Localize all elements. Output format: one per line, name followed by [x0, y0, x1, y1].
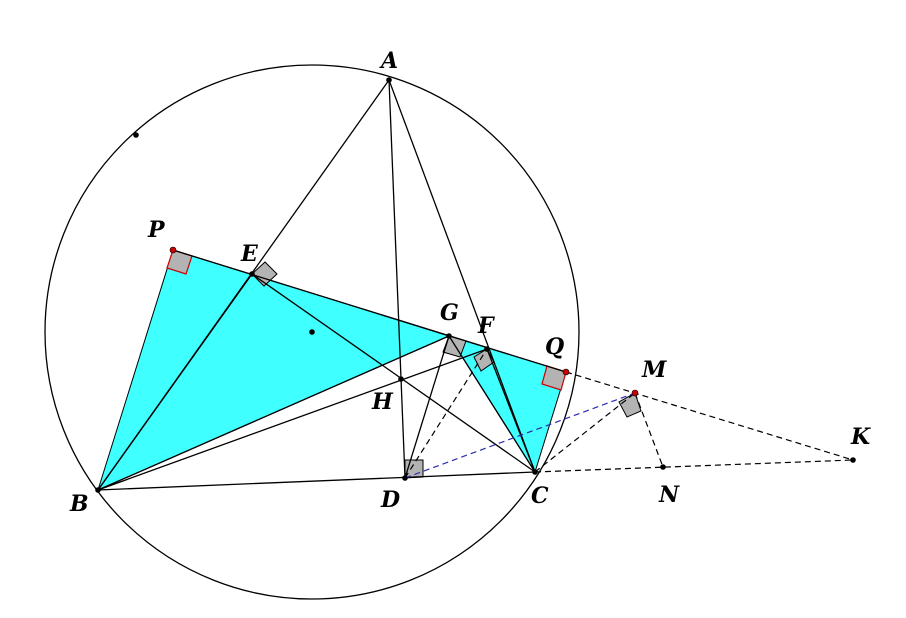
segment-be [97, 273, 253, 491]
point-c [532, 469, 538, 475]
point-p [169, 246, 177, 254]
circumcenter-point [309, 329, 315, 335]
point-b [95, 487, 101, 493]
point-g [446, 333, 452, 339]
segment-bc [97, 471, 536, 491]
point-e [249, 271, 255, 277]
segment-bg [97, 335, 450, 491]
point-f [484, 346, 490, 352]
segment-ad [388, 79, 406, 479]
segment-mn [634, 392, 664, 468]
segment-gd [404, 335, 450, 479]
segment-cm [534, 392, 636, 473]
label-h: H [371, 389, 394, 415]
circumcircle [44, 64, 580, 600]
label-m: M [641, 357, 667, 383]
point-d [402, 475, 408, 481]
label-b: B [69, 491, 89, 517]
label-c: C [531, 483, 549, 509]
label-g: G [440, 300, 459, 326]
segment-qk [565, 371, 854, 461]
point-q [562, 368, 570, 376]
point-a [386, 77, 392, 83]
segment-ac [388, 79, 536, 473]
segment-pq [172, 249, 567, 373]
label-n: N [658, 482, 680, 508]
segment-dm [404, 392, 636, 479]
segment-ec [251, 273, 536, 473]
point-k [850, 457, 856, 463]
label-e: E [240, 241, 259, 267]
point-n [660, 464, 666, 470]
label-f: F [477, 313, 495, 339]
segment-ck [534, 459, 854, 473]
segment-gc [448, 335, 536, 473]
segment-fc [486, 348, 536, 473]
point-m [631, 389, 639, 397]
triangle-bpg [97, 249, 451, 491]
label-a: A [379, 48, 398, 74]
segment-bf [97, 348, 488, 491]
circle-point [133, 132, 139, 138]
label-p: P [147, 217, 166, 243]
label-q: Q [545, 334, 564, 360]
label-d: D [380, 487, 400, 513]
segment-df [404, 348, 488, 479]
right-angle-e [251, 261, 278, 287]
point-h [398, 376, 404, 382]
label-k: K [850, 424, 871, 450]
